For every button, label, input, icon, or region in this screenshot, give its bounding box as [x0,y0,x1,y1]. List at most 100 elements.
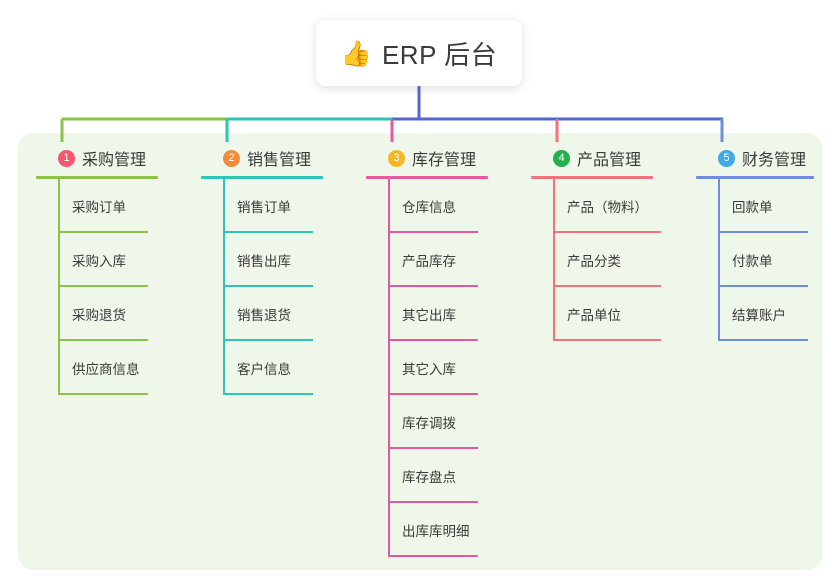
column-badge-1: 1 [58,149,75,167]
column-underline-2 [201,176,323,179]
menu-item-underline [388,501,478,503]
menu-item[interactable]: 销售退货 [201,287,323,341]
menu-item[interactable]: 采购入库 [36,233,158,287]
thumbs-up-icon: 👍 [340,38,372,68]
menu-item[interactable]: 仓库信息 [366,179,488,233]
menu-item-underline [58,339,148,341]
menu-item-underline [388,231,478,233]
menu-item-label: 采购订单 [72,200,126,215]
menu-item-label: 付款单 [732,254,773,269]
menu-item-label: 其它入库 [402,362,456,377]
menu-item-label: 供应商信息 [72,362,140,377]
menu-item[interactable]: 采购订单 [36,179,158,233]
menu-item-label: 库存调拨 [402,416,456,431]
column-title-5: 财务管理 [742,152,807,169]
menu-item[interactable]: 库存盘点 [366,449,488,503]
root-node-card[interactable]: 👍 ERP 后台 [316,20,522,86]
menu-item[interactable]: 采购退货 [36,287,158,341]
column-spine-3 [388,179,390,557]
column-badge-3: 3 [388,149,405,167]
column-4: 4 产品管理产品（物料） 产品分类产品单位 [531,146,661,341]
menu-item-underline [388,393,478,395]
column-items-4: 产品（物料） 产品分类产品单位 [531,179,661,341]
menu-item-underline [223,285,313,287]
menu-item[interactable]: 供应商信息 [36,341,158,395]
menu-item-underline [223,231,313,233]
menu-item[interactable]: 付款单 [696,233,814,287]
menu-item[interactable]: 产品库存 [366,233,488,287]
menu-item-underline [388,447,478,449]
column-spine-5 [718,179,720,341]
menu-item[interactable]: 出库库明细 [366,503,488,557]
menu-item-label: 回款单 [732,200,773,215]
menu-item[interactable]: 销售出库 [201,233,323,287]
column-items-3: 仓库信息产品库存其它出库其它入库库存调拨库存盘点出库库明细 [366,179,488,557]
column-spine-2 [223,179,225,395]
column-3: 3 库存管理仓库信息产品库存其它出库其它入库库存调拨库存盘点出库库明细 [366,146,488,557]
column-title-1: 采购管理 [82,152,147,169]
menu-item-label: 仓库信息 [402,200,456,215]
menu-item[interactable]: 结算账户 [696,287,814,341]
menu-item[interactable]: 产品单位 [531,287,661,341]
column-title-2: 销售管理 [247,152,312,169]
menu-item-underline [223,393,313,395]
menu-item-label: 产品单位 [567,308,621,323]
column-items-5: 回款单付款单结算账户 [696,179,814,341]
menu-item-label: 出库库明细 [402,524,470,539]
column-underline-3 [366,176,488,179]
menu-item-label: 采购入库 [72,254,126,269]
menu-item-underline [553,339,661,341]
menu-item[interactable]: 其它出库 [366,287,488,341]
menu-item[interactable]: 其它入库 [366,341,488,395]
menu-item-underline [58,393,148,395]
column-header-1[interactable]: 1 采购管理 [36,146,158,170]
menu-item-label: 产品分类 [567,254,621,269]
menu-item-label: 库存盘点 [402,470,456,485]
menu-item[interactable]: 产品分类 [531,233,661,287]
menu-item-underline [388,339,478,341]
menu-item-underline [58,231,148,233]
menu-item-underline [223,339,313,341]
column-underline-4 [531,176,653,179]
column-underline-5 [696,176,814,179]
column-badge-5: 5 [718,149,735,167]
menu-item[interactable]: 销售订单 [201,179,323,233]
column-items-1: 采购订单采购入库采购退货供应商信息 [36,179,158,395]
column-spine-1 [58,179,60,395]
column-badge-2: 2 [223,149,240,167]
menu-item-label: 销售出库 [237,254,291,269]
menu-item-underline [553,285,661,287]
column-2: 2 销售管理销售订单销售出库销售退货客户信息 [201,146,323,395]
menu-item-underline [718,339,808,341]
menu-item-label: 采购退货 [72,308,126,323]
column-items-2: 销售订单销售出库销售退货客户信息 [201,179,323,395]
menu-item[interactable]: 回款单 [696,179,814,233]
menu-item-underline [388,285,478,287]
menu-item[interactable]: 客户信息 [201,341,323,395]
menu-item-label: 销售退货 [237,308,291,323]
column-title-3: 库存管理 [412,152,477,169]
menu-item[interactable]: 库存调拨 [366,395,488,449]
menu-item-label: 产品库存 [402,254,456,269]
menu-item[interactable]: 产品（物料） [531,179,661,233]
menu-item-underline [718,285,808,287]
column-header-3[interactable]: 3 库存管理 [366,146,488,170]
menu-item-underline [388,555,478,557]
column-title-4: 产品管理 [577,152,642,169]
column-header-2[interactable]: 2 销售管理 [201,146,323,170]
column-header-4[interactable]: 4 产品管理 [531,146,653,170]
menu-item-label: 结算账户 [732,308,786,323]
menu-item-label: 客户信息 [237,362,291,377]
diagram-panel [18,133,822,570]
column-badge-4: 4 [553,149,570,167]
menu-item-underline [58,285,148,287]
column-spine-4 [553,179,555,341]
column-5: 5 财务管理回款单付款单结算账户 [696,146,814,341]
menu-item-underline [553,231,661,233]
menu-item-underline [718,231,808,233]
menu-item-label: 其它出库 [402,308,456,323]
menu-item-label: 销售订单 [237,200,291,215]
menu-item-label: 产品（物料） [567,200,648,215]
column-header-5[interactable]: 5 财务管理 [696,146,814,170]
column-1: 1 采购管理采购订单采购入库采购退货供应商信息 [36,146,158,395]
